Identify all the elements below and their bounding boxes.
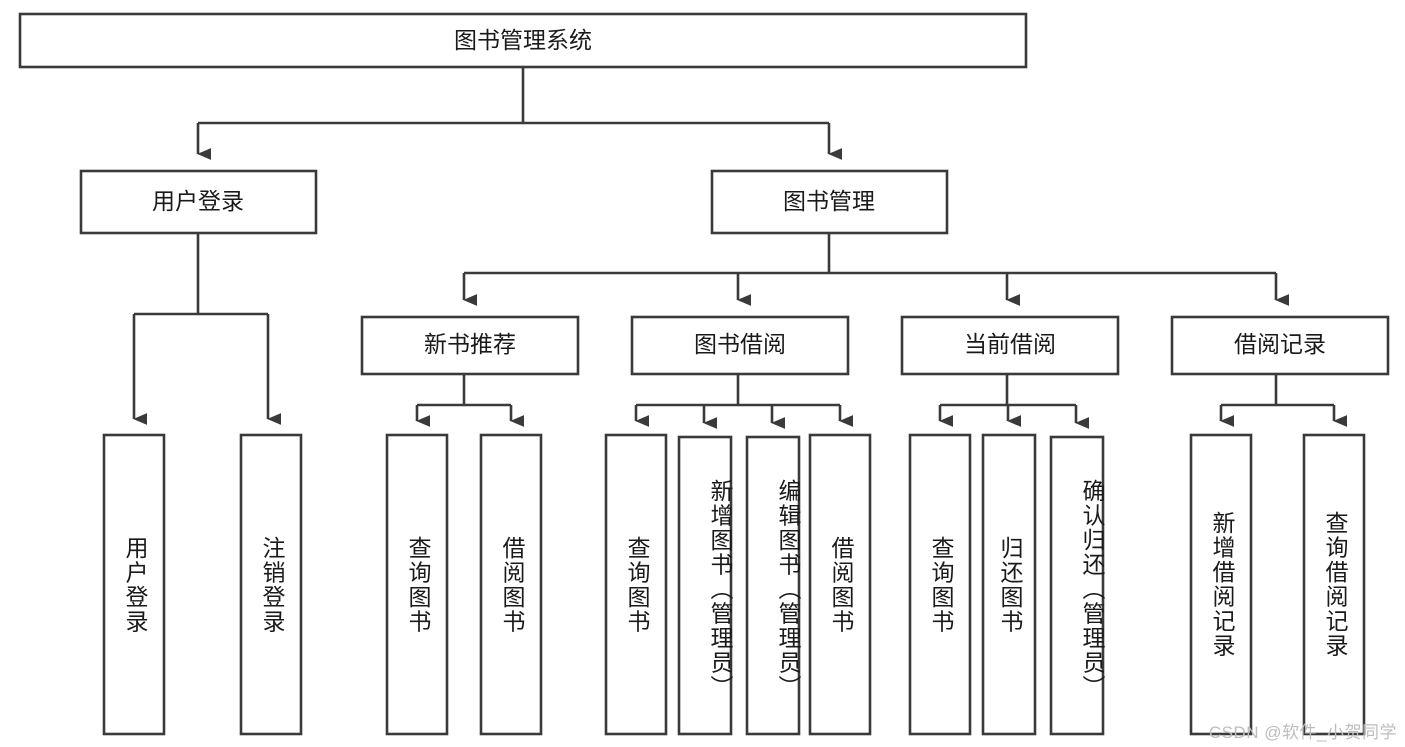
leaf-confirm-return-box[interactable] xyxy=(1049,435,1105,736)
leaf-add-book-box[interactable] xyxy=(677,435,733,736)
leaf-borrow-book-1-box[interactable] xyxy=(479,433,543,736)
node-user-login[interactable]: 用户登录 xyxy=(79,169,318,235)
node-book-manage-label: 图书管理 xyxy=(783,188,875,214)
node-book-manage-box[interactable] xyxy=(710,169,949,235)
node-book-manage[interactable]: 图书管理 xyxy=(710,169,949,235)
node-user-login-label: 用户登录 xyxy=(152,188,244,214)
leaf-return-book-box[interactable] xyxy=(981,433,1037,736)
csdn-watermark: CSDN @软件_小贺同学 xyxy=(1208,723,1397,742)
node-current-borrow[interactable]: 当前借阅 xyxy=(900,315,1120,376)
leaf-box-group xyxy=(102,433,1366,736)
leaf-query-record-box[interactable] xyxy=(1302,433,1366,736)
node-book-borrow-label: 图书借阅 xyxy=(694,331,786,357)
node-new-book-recommend[interactable]: 新书推荐 xyxy=(360,315,580,376)
leaf-borrow-book-2-box[interactable] xyxy=(808,433,872,736)
connector-group xyxy=(132,67,1348,429)
leaf-edit-book-box[interactable] xyxy=(745,435,801,736)
node-book-borrow-box[interactable] xyxy=(630,315,850,376)
node-root[interactable]: 图书管理系统 xyxy=(18,12,1028,69)
leaf-query-book-2-box[interactable] xyxy=(604,433,668,736)
node-current-borrow-label: 当前借阅 xyxy=(964,331,1056,357)
node-new-book-recommend-label: 新书推荐 xyxy=(424,331,516,357)
leaf-user-login-box[interactable] xyxy=(102,433,166,736)
leaf-query-book-1-box[interactable] xyxy=(385,433,449,736)
node-book-borrow[interactable]: 图书借阅 xyxy=(630,315,850,376)
node-borrow-record-label: 借阅记录 xyxy=(1234,331,1326,357)
node-user-login-box[interactable] xyxy=(79,169,318,235)
node-borrow-record[interactable]: 借阅记录 xyxy=(1170,315,1390,376)
leaf-add-record-box[interactable] xyxy=(1189,433,1253,736)
leaf-logout-box[interactable] xyxy=(239,433,303,736)
node-root-label: 图书管理系统 xyxy=(454,27,592,53)
node-current-borrow-box[interactable] xyxy=(900,315,1120,376)
node-root-box[interactable] xyxy=(18,12,1028,69)
node-new-book-recommend-box[interactable] xyxy=(360,315,580,376)
leaf-query-book-3-box[interactable] xyxy=(908,433,972,736)
node-borrow-record-box[interactable] xyxy=(1170,315,1390,376)
